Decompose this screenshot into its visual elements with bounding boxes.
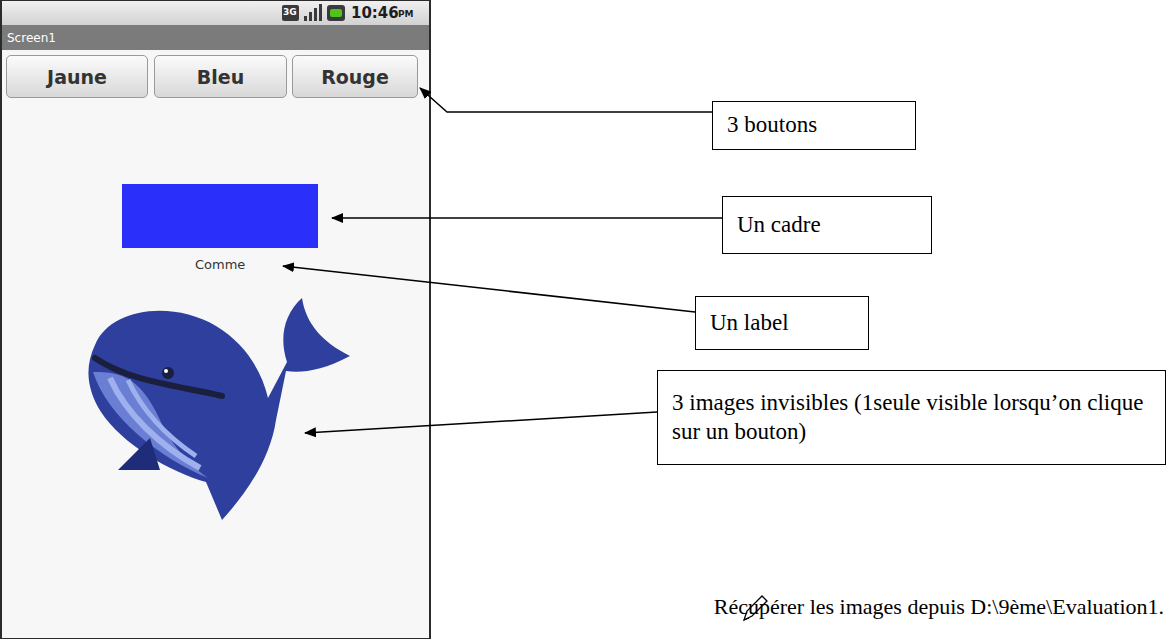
signal-icon <box>304 4 322 21</box>
callout-arrow <box>420 88 712 112</box>
leader-arrow <box>332 217 722 219</box>
callout-box: 3 images invisibles (1seule visible lors… <box>657 370 1166 465</box>
button: Jaune <box>6 55 148 98</box>
box-text: Rouge <box>321 66 389 88</box>
status-bar <box>2 1 429 25</box>
status-clock: PM <box>398 9 414 19</box>
box-text: Bleu <box>197 66 244 88</box>
network-icon <box>282 5 299 21</box>
leader-arrow <box>283 266 695 312</box>
title-bar: Screen1 <box>2 25 429 50</box>
label-text: Comme <box>195 257 245 272</box>
box-text: Un label <box>710 309 789 338</box>
callout-box: 3 boutons <box>712 101 916 150</box>
color-frame <box>122 184 318 248</box>
box-text: Jaune <box>47 66 107 88</box>
leader-arrow <box>305 412 657 433</box>
box-text: Screen1 <box>7 31 56 45</box>
whale-image <box>88 298 350 520</box>
battery-icon <box>327 5 345 21</box>
box-text: Un cadre <box>737 211 821 240</box>
callout-box: Un label <box>695 296 869 350</box>
phone-screen <box>1 0 430 639</box>
button: Bleu <box>154 55 287 98</box>
status-clock: 10:46 <box>351 4 399 22</box>
box-text: 3 images invisibles (1seule visible lors… <box>672 389 1155 447</box>
button: Rouge <box>292 55 418 98</box>
status-text: 3G <box>283 7 297 17</box>
box-text: 3 boutons <box>727 111 817 140</box>
note-text: Récupérer les images depuis D:\9ème\Eval… <box>714 594 1164 620</box>
callout-box: Un cadre <box>722 196 932 254</box>
